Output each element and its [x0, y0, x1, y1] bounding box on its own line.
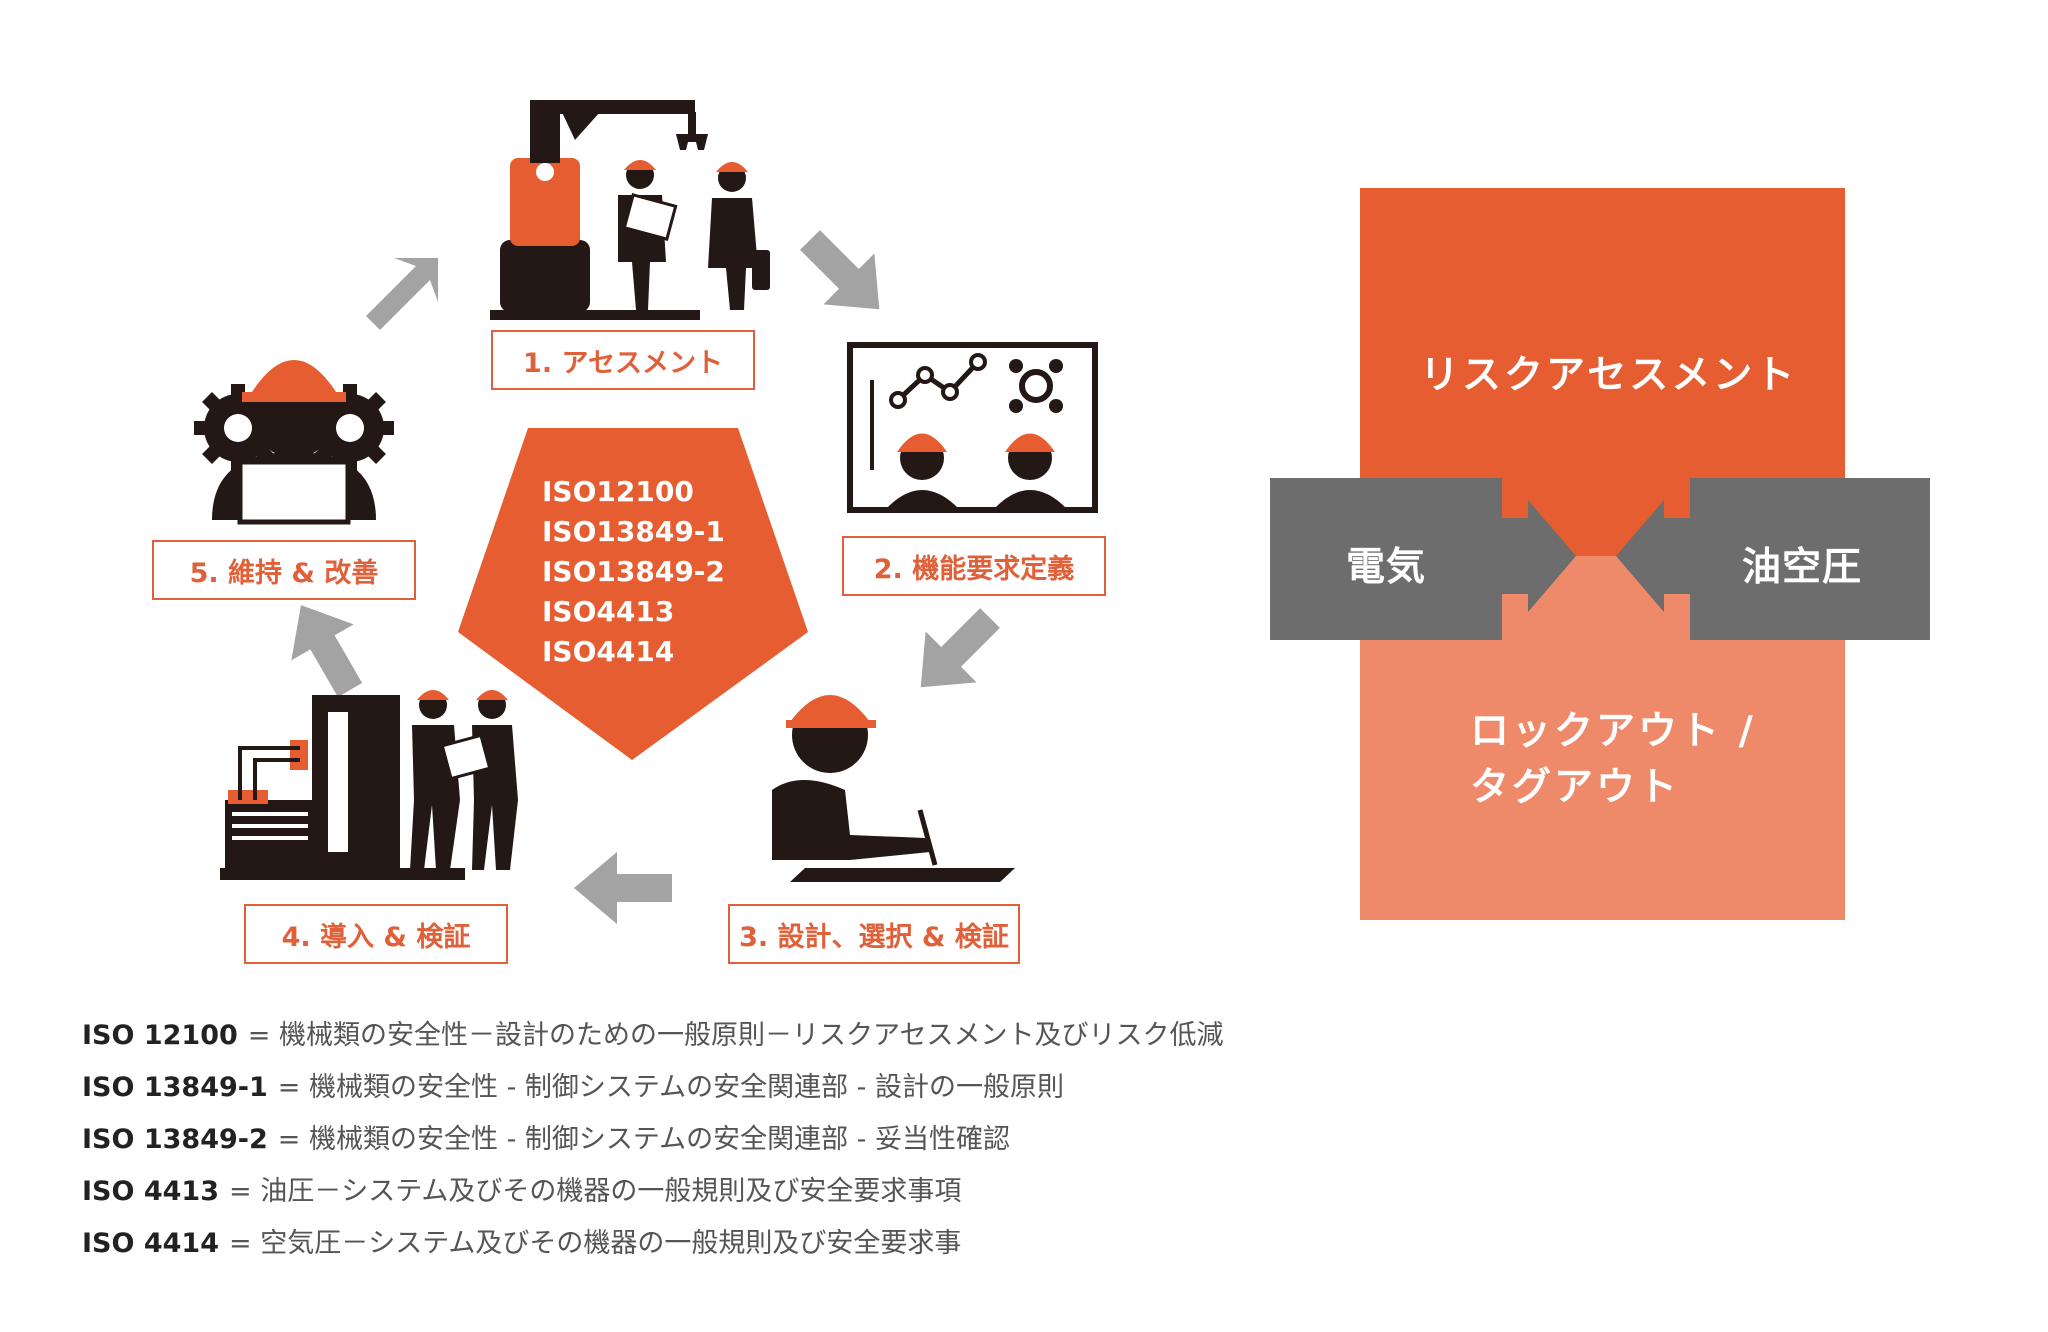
hydraulic-arrow-block: [1616, 478, 1930, 640]
legend-code: ISO 4413: [82, 1176, 219, 1207]
legend-text: = 機械類の安全性 - 制御システムの安全関連部 - 妥当性確認: [277, 1124, 1010, 1155]
electrical-arrow-block: [1270, 478, 1576, 640]
legend-text: = 機械類の安全性 - 制御システムの安全関連部 - 設計の一般原則: [277, 1072, 1064, 1103]
legend-text: = 空気圧－システム及びその機器の一般規則及び安全要求事: [229, 1228, 962, 1259]
arrow-5-to-1: [360, 258, 438, 330]
legend-code: ISO 13849-1: [82, 1072, 268, 1103]
legend-text: = 機械類の安全性－設計のための一般原則－リスクアセスメント及びリスク低減: [247, 1020, 1224, 1051]
standards-legend: ISO 12100 = 機械類の安全性－設計のための一般原則－リスクアセスメント及…: [82, 1010, 1382, 1270]
risk-assessment-diagram: [1270, 188, 1930, 920]
electrical-text: 電気: [1346, 545, 1427, 590]
monitor-chart-workers-icon: [847, 342, 1098, 513]
legend-row: ISO 4414 = 空気圧－システム及びその機器の一般規則及び安全要求事: [82, 1218, 1382, 1270]
tagout-line2-text: タグアウト: [1470, 765, 1681, 810]
step-4-label: 4. 導入 & 検証: [244, 904, 508, 964]
standard-item: ISO12100: [542, 475, 694, 508]
step-3-label: 3. 設計、選択 & 検証: [728, 904, 1020, 964]
hydraulic-pneumatic-text: 油空圧: [1742, 545, 1863, 590]
arrow-1-to-2: [800, 230, 880, 310]
worker-gears-laptop-icon: [194, 360, 394, 525]
lockout-line1-text: ロックアウト /: [1470, 709, 1756, 754]
robot-arm-workers-icon: [490, 100, 770, 320]
safety-cycle-diagram: [194, 100, 1098, 924]
standard-item: ISO4413: [542, 595, 675, 628]
worker-writing-icon: [772, 695, 1015, 882]
legend-text: = 油圧－システム及びその機器の一般規則及び安全要求事項: [229, 1176, 962, 1207]
legend-code: ISO 12100: [82, 1020, 238, 1051]
legend-row: ISO 4413 = 油圧－システム及びその機器の一般規則及び安全要求事項: [82, 1166, 1382, 1218]
risk-assessment-text: リスクアセスメント: [1420, 353, 1798, 398]
step-2-label: 2. 機能要求定義: [842, 536, 1106, 596]
legend-row: ISO 12100 = 機械類の安全性－設計のための一般原則－リスクアセスメント及…: [82, 1010, 1382, 1062]
step-1-label: 1. アセスメント: [491, 330, 755, 390]
standard-item: ISO4414: [542, 635, 675, 668]
legend-code: ISO 4414: [82, 1228, 219, 1259]
legend-code: ISO 13849-2: [82, 1124, 268, 1155]
standard-item: ISO13849-2: [542, 555, 725, 588]
step-5-label: 5. 維持 & 改善: [152, 540, 416, 600]
standards-pentagon: [458, 428, 808, 760]
arrow-4-to-5: [291, 605, 363, 697]
arrow-2-to-3: [920, 608, 1000, 688]
standard-item: ISO13849-1: [542, 515, 725, 548]
machine-workers-icon: [220, 690, 518, 880]
legend-row: ISO 13849-1 = 機械類の安全性 - 制御システムの安全関連部 - 設計…: [82, 1062, 1382, 1114]
legend-row: ISO 13849-2 = 機械類の安全性 - 制御システムの安全関連部 - 妥当…: [82, 1114, 1382, 1166]
arrow-3-to-4: [574, 852, 672, 924]
standards-list: ISO12100 ISO13849-1 ISO13849-2 ISO4413 I…: [542, 472, 802, 672]
